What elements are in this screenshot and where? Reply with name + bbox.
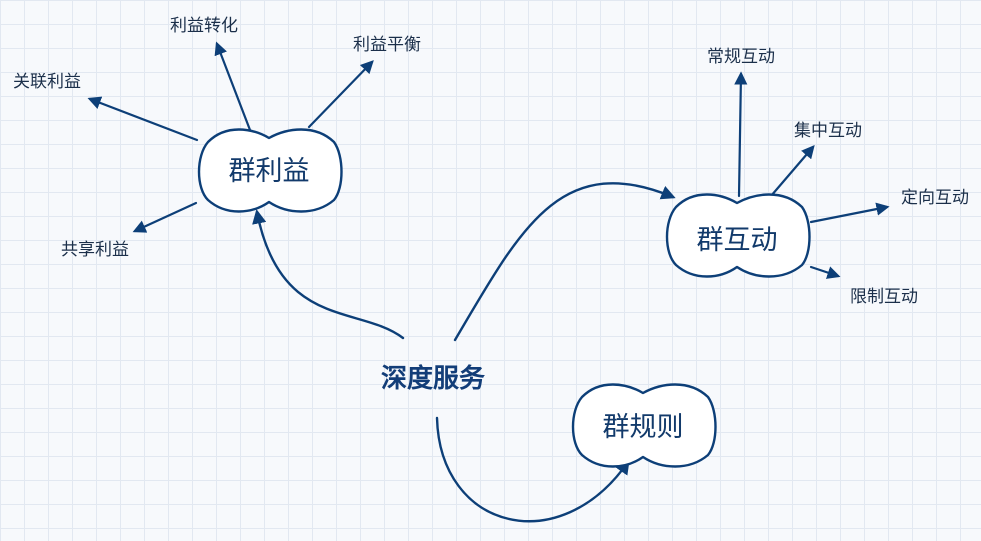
center-label: 深度服务 (381, 363, 485, 394)
edge-interaction-regular (734, 71, 748, 198)
edge-interaction-limited (809, 265, 841, 279)
benefit-node-label: 群利益 (229, 156, 310, 187)
edge-center-to-interaction (453, 182, 676, 342)
edge-benefit-balance (307, 60, 374, 129)
benefit-node: 群利益 (197, 128, 343, 213)
interaction-node-label: 群互动 (697, 225, 778, 256)
edge-benefit-transfer (214, 41, 252, 132)
leaf-benefit-transfer: 利益转化 (170, 16, 238, 36)
edge-center-to-benefit (252, 209, 405, 340)
edge-benefit-related (87, 96, 199, 142)
edge-center-to-rules (435, 416, 630, 523)
leaf-interaction-focused: 集中互动 (794, 121, 862, 141)
leaf-benefit-related: 关联利益 (13, 72, 81, 92)
leaf-benefit-shared: 共享利益 (61, 240, 129, 260)
edge-interaction-focused (769, 144, 815, 198)
leaf-interaction-limited: 限制互动 (850, 287, 918, 307)
rules-node-label: 群规则 (603, 412, 684, 443)
leaf-interaction-regular: 常规互动 (707, 47, 775, 67)
edge-interaction-targeted (809, 202, 890, 224)
leaf-benefit-balance: 利益平衡 (353, 35, 421, 55)
leaf-interaction-targeted: 定向互动 (901, 188, 969, 208)
edge-benefit-shared (132, 201, 198, 233)
interaction-node: 群互动 (665, 193, 811, 278)
rules-node: 群规则 (571, 383, 717, 468)
